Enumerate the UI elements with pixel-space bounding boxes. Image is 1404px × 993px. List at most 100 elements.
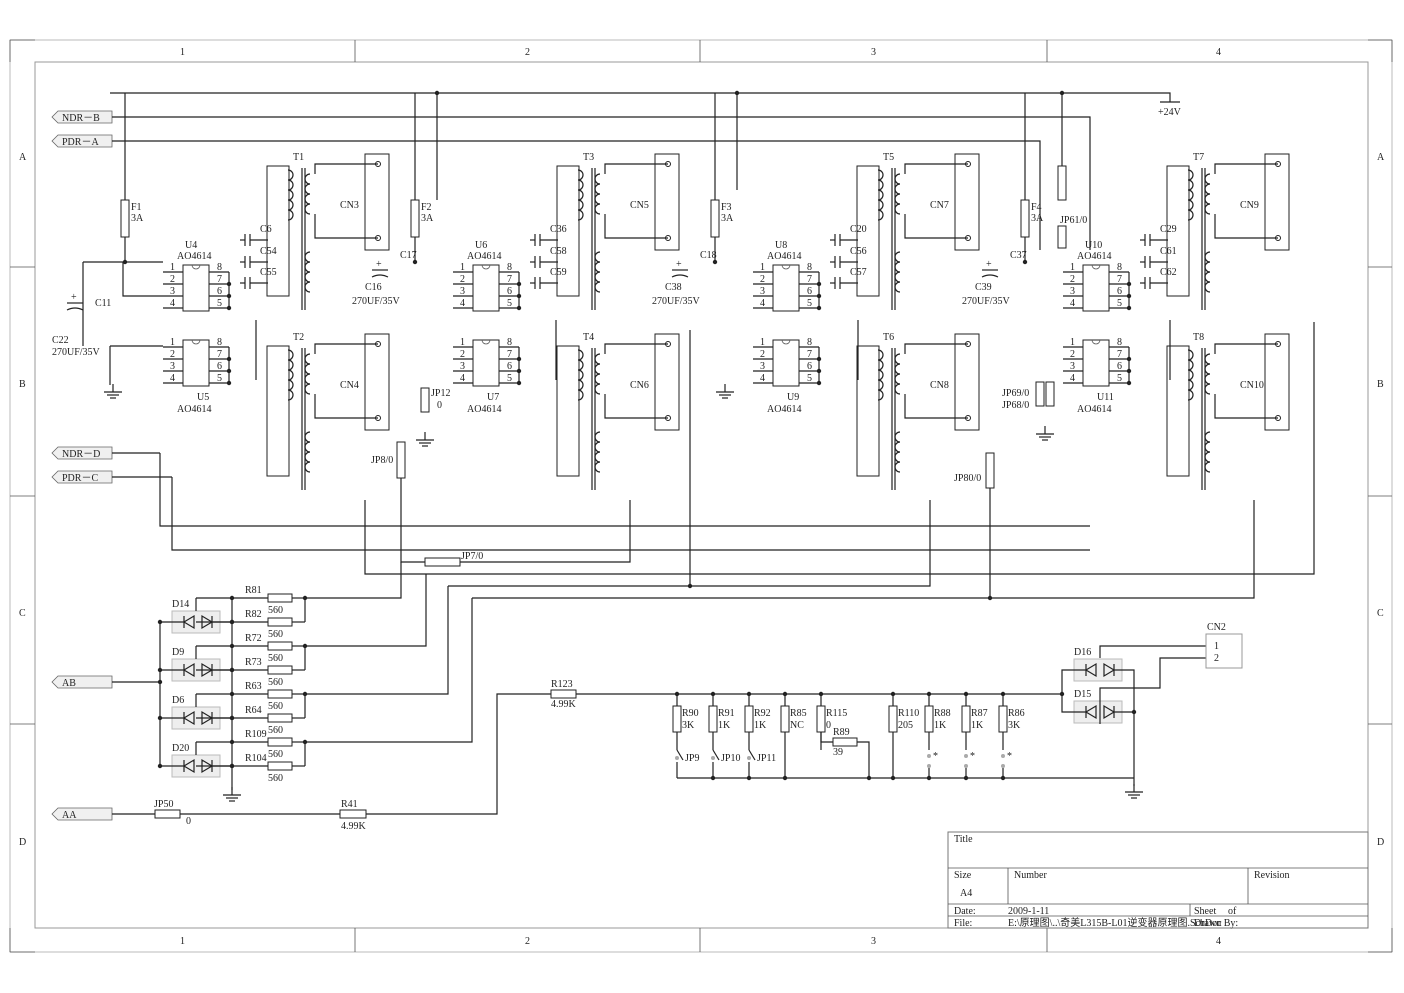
connector-box	[954, 153, 980, 251]
pin-number: 5	[1117, 298, 1122, 309]
outer-frame	[9, 39, 1393, 953]
sense-resistor	[961, 705, 971, 733]
jumper-label: JP68/0	[1002, 400, 1029, 411]
coil	[594, 173, 601, 215]
pin-number: 4	[760, 373, 765, 384]
pin-number: 4	[1070, 298, 1075, 309]
r89-body	[832, 737, 858, 747]
ic-bottom	[1082, 339, 1110, 387]
coil	[877, 169, 884, 221]
resistor-label: R110	[898, 708, 919, 719]
pin-number: 8	[217, 337, 222, 348]
jumper-switch	[748, 749, 756, 761]
coil	[304, 353, 311, 395]
junction	[1126, 368, 1132, 374]
wire	[1061, 669, 1086, 694]
resistor-value: 1K	[718, 720, 731, 731]
wire	[1099, 657, 1206, 724]
jumper-label: JP61/0	[1060, 215, 1087, 226]
junction	[516, 368, 522, 374]
diode-label: D20	[172, 743, 189, 754]
resistor-value: 4.99K	[341, 821, 367, 832]
wire	[448, 500, 931, 587]
resistor-value: 205	[898, 720, 913, 731]
sense-resistor	[744, 705, 754, 733]
ic-designator: U9	[787, 392, 799, 403]
pin-number: 2	[760, 349, 765, 360]
port-label: AB	[62, 678, 76, 689]
pin-number: 7	[1117, 349, 1122, 360]
resistor-value: 560	[268, 605, 283, 616]
pin-number: 6	[807, 361, 812, 372]
jumper-pad	[1001, 764, 1005, 768]
row-label: C	[19, 608, 26, 619]
junction	[1126, 380, 1132, 386]
jumper-pad	[964, 764, 968, 768]
resistor-value: 560	[268, 773, 283, 784]
wire	[1114, 669, 1135, 778]
jp69-body	[1035, 381, 1045, 407]
wire	[857, 741, 870, 778]
transformer-label: T3	[583, 152, 594, 163]
junction	[226, 380, 232, 386]
of-label: of	[1228, 906, 1237, 917]
electrolytic-cap	[981, 274, 999, 278]
wire	[1214, 343, 1278, 354]
ic-designator: U4	[185, 240, 197, 251]
pin-number: 1	[760, 262, 765, 273]
fuse	[1020, 199, 1030, 238]
resistor-label: R123	[551, 679, 573, 690]
ground-icon	[1036, 426, 1054, 441]
resistor-label: R41	[341, 799, 358, 810]
junction	[226, 368, 232, 374]
resistor-label: R86	[1008, 708, 1025, 719]
pin-number: 2	[460, 274, 465, 285]
plus-sign: +	[376, 259, 382, 270]
sense-resistor	[816, 705, 826, 733]
cap-label: C18	[700, 250, 717, 261]
ab-port: AB	[51, 675, 113, 689]
wire	[604, 163, 668, 174]
resistor-label: R88	[934, 708, 951, 719]
coil	[1204, 431, 1211, 473]
junction	[226, 281, 232, 287]
row-label: D	[19, 837, 26, 848]
junction	[816, 368, 822, 374]
wire	[1214, 163, 1278, 174]
port-shape	[51, 675, 113, 689]
wire	[305, 574, 427, 647]
ladder-resistor	[267, 737, 293, 747]
coil	[594, 251, 601, 293]
pin-number: 4	[1070, 373, 1075, 384]
pin-number: 3	[460, 286, 465, 297]
wire	[122, 262, 163, 297]
resistor-value: 3K	[682, 720, 695, 731]
wire	[314, 394, 378, 419]
drawn-by-label: Drawn By:	[1194, 918, 1238, 929]
junction	[746, 775, 752, 781]
wire	[604, 394, 668, 419]
resistor-label: R72	[245, 633, 262, 644]
resistor-label: R109	[245, 729, 267, 740]
junction	[1022, 259, 1028, 265]
cap-label: C6	[260, 224, 272, 235]
port-label: AA	[62, 810, 77, 821]
junction	[816, 305, 822, 311]
connector-label: CN5	[630, 200, 649, 211]
fuse	[710, 199, 720, 238]
port-label: NDR－B	[62, 113, 100, 124]
connector-label: CN3	[340, 200, 359, 211]
wire	[305, 562, 402, 599]
pdr-c-port: PDR－C	[51, 470, 113, 484]
pin-number: 2	[460, 349, 465, 360]
pin-number: 8	[1117, 262, 1122, 273]
junction	[226, 305, 232, 311]
pin-number: 7	[217, 274, 222, 285]
wire	[171, 477, 1090, 551]
jumper-label: JP8/0	[371, 455, 393, 466]
column-label: 4	[1216, 47, 1221, 58]
port-label: NDR－D	[62, 449, 100, 460]
pin-number: 5	[507, 373, 512, 384]
pin-number: 4	[460, 373, 465, 384]
junction	[1126, 293, 1132, 299]
